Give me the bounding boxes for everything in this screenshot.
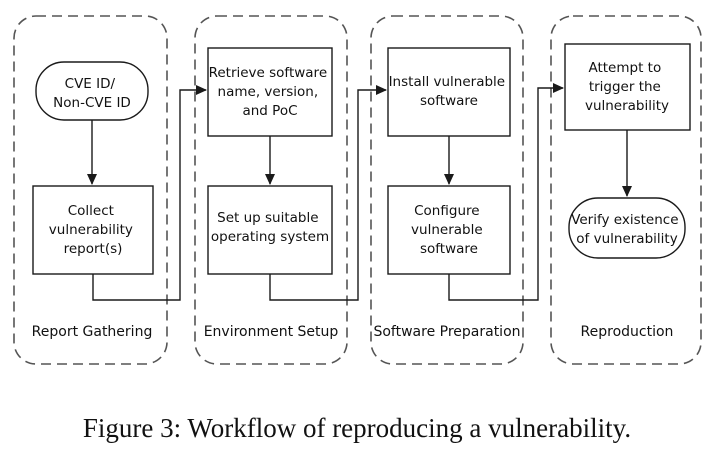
group-report-gathering [13,15,168,365]
figure-caption: Figure 3: Workflow of reproducing a vuln… [83,413,631,443]
connector-report-to-environment [92,85,207,301]
node-configure-software [387,185,511,275]
node-install-software-line-2: software [420,93,478,109]
group-label-report-gathering: Report Gathering [32,324,153,340]
group-label-environment-setup: Environment Setup [204,324,339,340]
node-verify-existence [568,197,686,259]
node-cve-id-line-1: CVE ID/ [65,76,116,92]
node-verify-existence-line-1: Verify existence [571,212,678,228]
node-configure-software-text: Configure vulnerable software [411,203,487,257]
node-configure-software-line-3: software [420,241,478,257]
group-environment-setup [194,15,348,365]
node-attempt-trigger-line-2: trigger the [589,79,661,95]
node-collect-report [32,185,154,275]
group-label-software-preparation: Software Preparation [373,324,520,340]
node-setup-os [207,185,333,275]
connector-environment-to-software [269,85,387,301]
node-attempt-trigger [564,43,691,131]
connector-software-to-reproduction [448,83,564,301]
node-attempt-trigger-line-1: Attempt to [588,60,661,76]
node-collect-report-line-1: Collect [68,203,114,219]
node-verify-existence-text: Verify existence of vulnerability [571,212,683,247]
node-install-software-line-1: Install vulnerable [389,74,506,90]
node-retrieve-software-line-1: Retrieve software [209,65,328,81]
node-cve-id-text: CVE ID/ Non-CVE ID [53,76,131,111]
node-verify-existence-line-2: of vulnerability [576,231,677,247]
node-collect-report-line-3: report(s) [64,241,123,257]
node-collect-report-text: Collect vulnerability report(s) [49,203,137,257]
node-configure-software-line-2: vulnerable [411,222,483,238]
node-install-software [387,47,511,137]
node-collect-report-line-2: vulnerability [49,222,133,238]
group-software-preparation [370,15,524,365]
node-retrieve-software-text: Retrieve software name, version, and PoC [209,65,332,119]
node-configure-software-line-1: Configure [414,203,479,219]
group-reproduction [550,15,702,365]
group-label-reproduction: Reproduction [581,324,674,340]
node-attempt-trigger-line-3: vulnerability [585,98,669,114]
node-attempt-trigger-text: Attempt to trigger the vulnerability [585,60,669,114]
node-setup-os-line-2: operating system [211,229,329,245]
node-setup-os-text: Set up suitable operating system [211,210,329,245]
node-retrieve-software-line-2: name, version, [218,84,319,100]
node-retrieve-software-line-3: and PoC [242,103,297,119]
node-install-software-text: Install vulnerable software [389,74,510,109]
node-cve-id-line-2: Non-CVE ID [53,95,131,111]
node-setup-os-line-1: Set up suitable [217,210,318,226]
